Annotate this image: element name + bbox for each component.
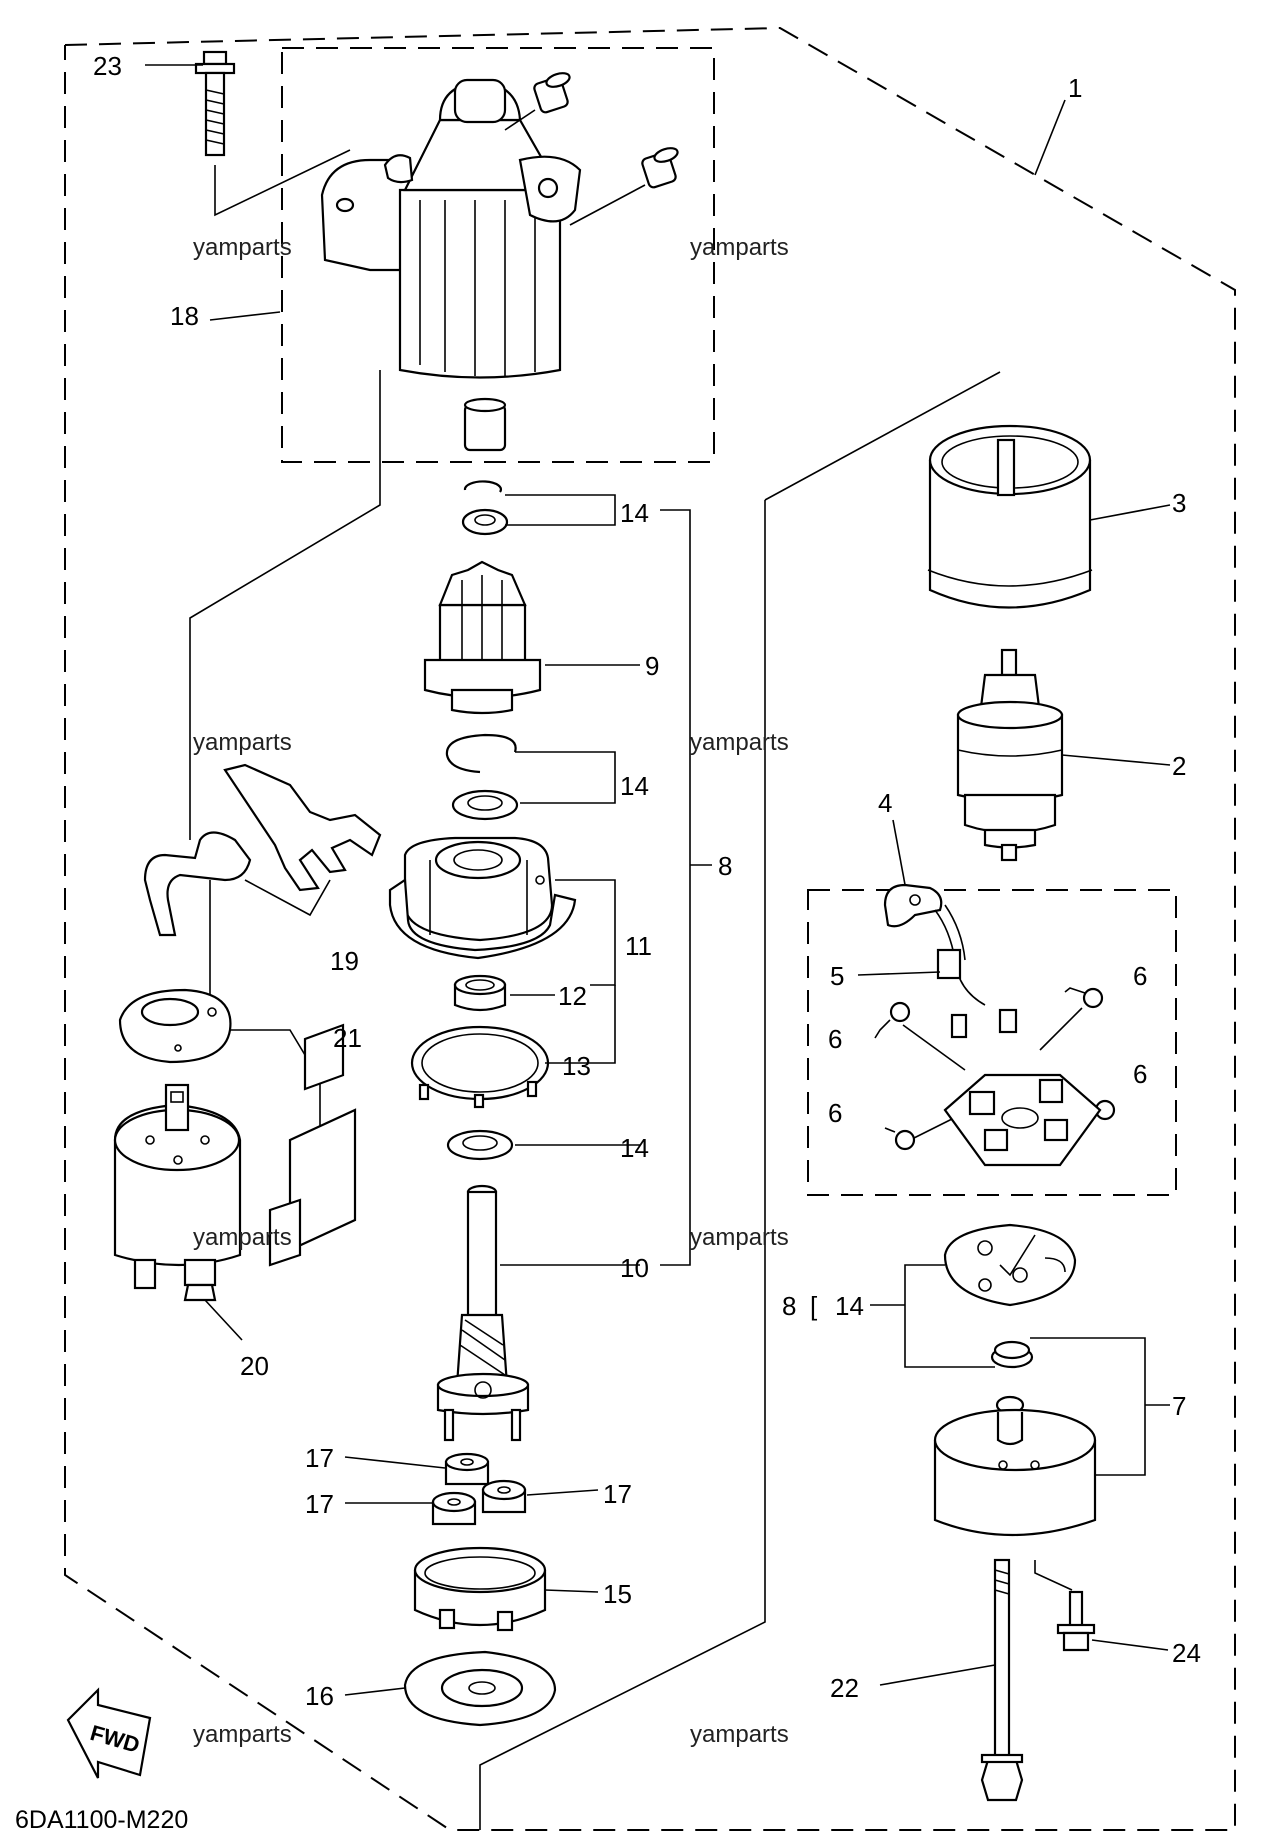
callout-5: 5	[830, 961, 844, 991]
callout-18: 18	[170, 301, 199, 331]
watermark: yamparts	[690, 234, 789, 261]
callout-6d: 6	[828, 1098, 842, 1128]
housing-group-box	[281, 47, 715, 463]
plate-21	[118, 988, 321, 1130]
callout-14-bracket: [	[810, 1291, 818, 1321]
brush-spring-6a	[874, 1001, 966, 1071]
planet-gear-17c	[481, 1479, 599, 1514]
group-bracket-8	[660, 509, 691, 1266]
bolt-23	[194, 50, 351, 217]
shift-lever-19	[143, 763, 382, 1000]
fwd-arrow-icon: FWD	[66, 1687, 152, 1779]
callout-24: 24	[1172, 1638, 1201, 1668]
washer-14-lower	[446, 1129, 640, 1161]
clip-14-top	[461, 480, 616, 536]
callout-16: 16	[305, 1681, 334, 1711]
brush-lead-5	[857, 883, 1018, 1039]
callout-10: 10	[620, 1253, 649, 1283]
armature-2	[956, 648, 1171, 862]
watermark: yamparts	[193, 1224, 292, 1251]
callout-3: 3	[1172, 488, 1186, 518]
callout-2: 2	[1172, 751, 1186, 781]
callout-17b: 17	[305, 1489, 334, 1519]
end-plate-14-right	[870, 1223, 1077, 1415]
callout-17a: 17	[305, 1443, 334, 1473]
pinion-9	[423, 560, 640, 715]
watermark: yamparts	[193, 1721, 292, 1748]
callout-11: 11	[625, 931, 652, 961]
watermark: yamparts	[690, 1224, 789, 1251]
callout-14b: 14	[620, 771, 649, 801]
clip-14-middle	[445, 733, 616, 821]
watermark: yamparts	[690, 1721, 789, 1748]
watermarks: yamparts yamparts yamparts yamparts yamp…	[193, 234, 789, 1748]
grommet-21	[268, 1023, 357, 1267]
callout-15: 15	[603, 1579, 632, 1609]
brush-holder-group-box	[807, 889, 1177, 1196]
planet-gear-17b	[345, 1491, 477, 1526]
callout-19: 19	[330, 946, 359, 976]
watermark: yamparts	[193, 729, 292, 756]
callout-8-right: 8	[782, 1291, 796, 1321]
drive-housing-11	[388, 836, 616, 986]
pin-18b	[569, 147, 679, 226]
plate-16	[344, 1650, 557, 1727]
callout-8-center: 8	[718, 851, 732, 881]
internal-gear-15	[413, 1546, 599, 1632]
watermark: yamparts	[690, 729, 789, 756]
callout-6b: 6	[828, 1024, 842, 1054]
callout-22: 22	[830, 1673, 859, 1703]
assembly-boundary	[64, 26, 1236, 1831]
callout-17c: 17	[603, 1479, 632, 1509]
callout-9: 9	[645, 651, 659, 681]
gear-housing-18	[320, 78, 582, 452]
callout-14c: 14	[620, 1133, 649, 1163]
planet-gear-17a	[344, 1452, 490, 1486]
solenoid-20	[113, 1083, 243, 1341]
shaft-10	[436, 1184, 640, 1442]
callout-12: 12	[558, 981, 587, 1011]
brush-spring-6b	[1039, 987, 1104, 1051]
callout-4: 4	[878, 788, 892, 818]
callout-14d: 14	[835, 1291, 864, 1321]
callout-1: 1	[1068, 73, 1082, 103]
callouts: 1 2 3 4 5 6 6 6 6 7 8 8 9 10 11 12 13 14…	[93, 51, 1201, 1711]
end-cover-7	[933, 1337, 1170, 1537]
gasket-13	[410, 985, 616, 1109]
callout-7: 7	[1172, 1391, 1186, 1421]
through-bolt-22	[879, 1558, 1024, 1802]
callout-20: 20	[240, 1351, 269, 1381]
screw-24	[1034, 1560, 1169, 1652]
watermark: yamparts	[193, 234, 292, 261]
callout-14a: 14	[620, 498, 649, 528]
pin-18a	[504, 72, 571, 131]
callout-6a: 6	[1133, 961, 1147, 991]
callout-6c: 6	[1133, 1059, 1147, 1089]
yoke-3	[927, 424, 1171, 609]
diagram-code: 6DA1100-M220	[15, 1806, 188, 1834]
brush-holder-4	[943, 1073, 1102, 1167]
bushing-12	[453, 974, 555, 1012]
callout-21: 21	[333, 1023, 362, 1053]
callout-13: 13	[562, 1051, 591, 1081]
callout-23: 23	[93, 51, 122, 81]
